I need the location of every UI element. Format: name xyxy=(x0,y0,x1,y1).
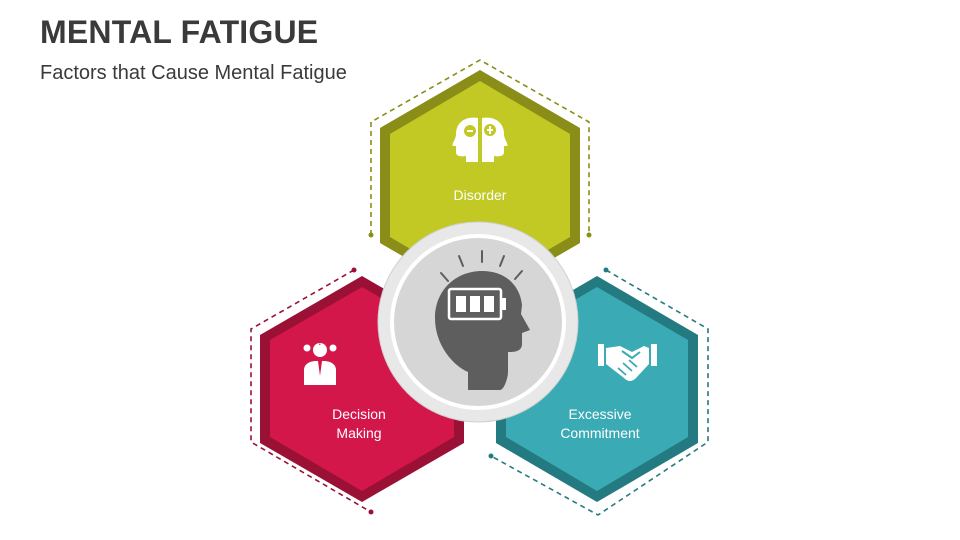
outline-end-dot xyxy=(586,232,592,238)
dashed-outline xyxy=(370,59,590,235)
factor-label-disorder: Disorder xyxy=(454,187,507,203)
factor-label-decision-making-line2: Making xyxy=(336,425,381,441)
outline-end-dot xyxy=(368,232,374,238)
person-question-icon: ? xyxy=(303,338,337,385)
factor-label-excessive-commitment-line1: Excessive xyxy=(568,406,631,422)
dashed-outline xyxy=(250,269,372,513)
outline-end-dot xyxy=(603,267,609,273)
factor-label-decision-making-line1: Decision xyxy=(332,406,386,422)
two-heads-minus-plus-icon xyxy=(452,117,508,162)
outline-end-dot xyxy=(368,509,374,515)
svg-text:?: ? xyxy=(318,338,323,347)
page-title: MENTAL FATIGUE xyxy=(40,14,319,50)
head-low-battery-icon xyxy=(435,250,530,390)
outline-end-dot xyxy=(351,267,357,273)
center-circle xyxy=(377,221,579,423)
page-subtitle: Factors that Cause Mental Fatigue xyxy=(40,62,347,84)
handshake-icon xyxy=(598,344,657,381)
factor-label-excessive-commitment-line2: Commitment xyxy=(560,425,639,441)
outline-end-dot xyxy=(488,453,494,459)
